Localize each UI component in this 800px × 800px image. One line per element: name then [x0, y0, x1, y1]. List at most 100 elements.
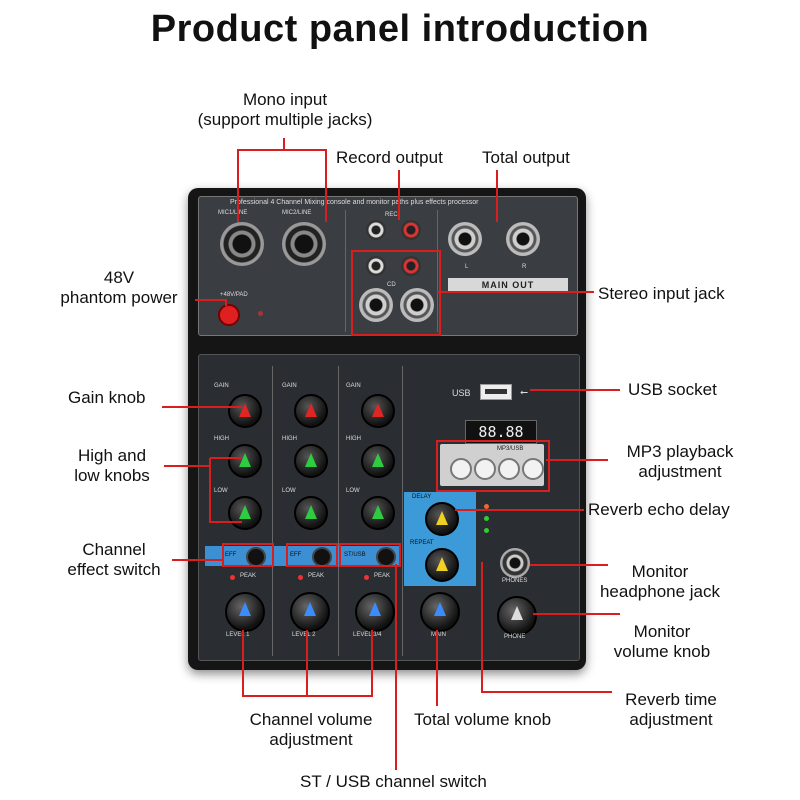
- stereo-input-left-jack[interactable]: [359, 288, 393, 322]
- total-volume-knob-label: Total volume knob: [414, 710, 552, 729]
- phone-label: PHONE: [504, 634, 526, 640]
- mp3-play-button[interactable]: [522, 458, 544, 480]
- level1-label: LEVEL 1: [226, 632, 250, 638]
- ch2-peak-led: [298, 575, 303, 580]
- usb-port[interactable]: [480, 384, 512, 400]
- eff2-highlight: [286, 543, 338, 567]
- panel-divider: [437, 210, 438, 332]
- rec-out-right-rca[interactable]: [401, 220, 421, 240]
- phantom-led: [258, 311, 263, 316]
- stusb-highlight: [339, 543, 401, 567]
- panel-divider: [345, 210, 346, 332]
- delay-knob[interactable]: [425, 502, 459, 536]
- main-out-left-jack[interactable]: [448, 222, 482, 256]
- ch2-level-knob[interactable]: [290, 592, 330, 632]
- channel-divider: [402, 366, 403, 656]
- main-label: MAIN: [431, 632, 446, 638]
- reverb-echo-delay-label: Reverb echo delay: [588, 500, 730, 519]
- mp3-next-button[interactable]: [498, 458, 520, 480]
- phantom-label: +48V/PAD: [220, 292, 248, 298]
- mic2-xlr-input[interactable]: [282, 222, 326, 266]
- rec-label: REC: [385, 212, 398, 218]
- gain-knob-label: Gain knob: [68, 388, 146, 407]
- gain-label: GAIN: [346, 383, 361, 389]
- monitor-volume-knob-label: Monitor volume knob: [613, 622, 711, 661]
- main-out-label: MAIN OUT: [448, 278, 568, 292]
- channel-volume-label: Channel volume adjustment: [249, 710, 373, 749]
- high-low-knobs-label: High and low knobs: [74, 446, 150, 485]
- ch1-peak-led: [230, 575, 235, 580]
- panel-caption: Professional 4 Channel Mixing console an…: [230, 199, 479, 206]
- mic2-label: MIC2/LINE: [282, 210, 312, 216]
- status-led: [484, 528, 489, 533]
- page-title: Product panel introduction: [150, 8, 650, 50]
- ch1-gain-knob[interactable]: [228, 394, 262, 428]
- cd-label: CD: [387, 282, 396, 288]
- st-usb-switch-label: ST / USB channel switch: [300, 772, 487, 791]
- usb-icon: ⭠: [520, 387, 528, 398]
- mic1-xlr-input[interactable]: [220, 222, 264, 266]
- low-label: LOW: [282, 488, 296, 494]
- level34-label: LEVEL 3/4: [353, 632, 382, 638]
- stusb-label: ST/USB: [344, 552, 366, 558]
- monitor-headphone-jack-label: Monitor headphone jack: [599, 562, 721, 601]
- phone-volume-knob[interactable]: [497, 596, 537, 636]
- ch34-gain-knob[interactable]: [361, 394, 395, 428]
- headphone-jack[interactable]: [500, 548, 530, 578]
- delay-label: DELAY: [412, 494, 432, 500]
- ch2-high-knob[interactable]: [294, 444, 328, 478]
- mp3-logo: MP3/USB: [497, 446, 524, 452]
- total-output-label: Total output: [482, 148, 570, 167]
- phantom-power-label: 48V phantom power: [60, 268, 178, 307]
- mp3-prev-button[interactable]: [474, 458, 496, 480]
- mp3-mode-button[interactable]: [450, 458, 472, 480]
- repeat-label: REPEAT: [410, 540, 434, 546]
- ch1-level-knob[interactable]: [225, 592, 265, 632]
- eff1-highlight: [222, 543, 274, 567]
- ch2-gain-knob[interactable]: [294, 394, 328, 428]
- phones-label: PHONES: [502, 578, 528, 584]
- channel-effect-switch-label: Channel effect switch: [67, 540, 161, 579]
- cd-in-left-rca[interactable]: [366, 256, 386, 276]
- ch34-high-knob[interactable]: [361, 444, 395, 478]
- peak-label: PEAK: [308, 573, 325, 579]
- peak-label: PEAK: [374, 573, 391, 579]
- phantom-power-button[interactable]: [218, 304, 240, 326]
- peak-label: PEAK: [240, 573, 257, 579]
- main-volume-knob[interactable]: [420, 592, 460, 632]
- reverb-time-label: Reverb time adjustment: [625, 690, 717, 729]
- mic1-label: MIC1/LINE: [218, 210, 248, 216]
- usb-label: USB: [452, 388, 471, 398]
- stereo-input-highlight: [351, 250, 441, 336]
- mp3-playback-label: MP3 playback adjustment: [626, 442, 734, 481]
- stereo-input-jack-label: Stereo input jack: [598, 284, 725, 303]
- ch34-level-knob[interactable]: [355, 592, 395, 632]
- eff-label: EFF: [290, 552, 302, 558]
- usb-socket-label: USB socket: [628, 380, 717, 399]
- high-label: HIGH: [346, 436, 361, 442]
- eff-label: EFF: [225, 552, 237, 558]
- low-label: LOW: [346, 488, 360, 494]
- status-led: [484, 516, 489, 521]
- gain-label: GAIN: [282, 383, 297, 389]
- record-output-label: Record output: [336, 148, 443, 167]
- channel-divider: [338, 366, 339, 656]
- high-label: HIGH: [214, 436, 229, 442]
- mp3-highlight: [436, 440, 550, 492]
- status-led: [484, 504, 489, 509]
- ch34-low-knob[interactable]: [361, 496, 395, 530]
- gain-label: GAIN: [214, 383, 229, 389]
- channel-divider: [272, 366, 273, 656]
- ch1-low-knob[interactable]: [228, 496, 262, 530]
- mono-input-label: Mono input (support multiple jacks): [197, 90, 373, 129]
- repeat-knob[interactable]: [425, 548, 459, 582]
- high-label: HIGH: [282, 436, 297, 442]
- ch2-low-knob[interactable]: [294, 496, 328, 530]
- rec-out-left-rca[interactable]: [366, 220, 386, 240]
- main-out-right-jack[interactable]: [506, 222, 540, 256]
- stereo-input-right-jack[interactable]: [400, 288, 434, 322]
- cd-in-right-rca[interactable]: [401, 256, 421, 276]
- ch34-peak-led: [364, 575, 369, 580]
- ch1-high-knob[interactable]: [228, 444, 262, 478]
- level2-label: LEVEL 2: [292, 632, 316, 638]
